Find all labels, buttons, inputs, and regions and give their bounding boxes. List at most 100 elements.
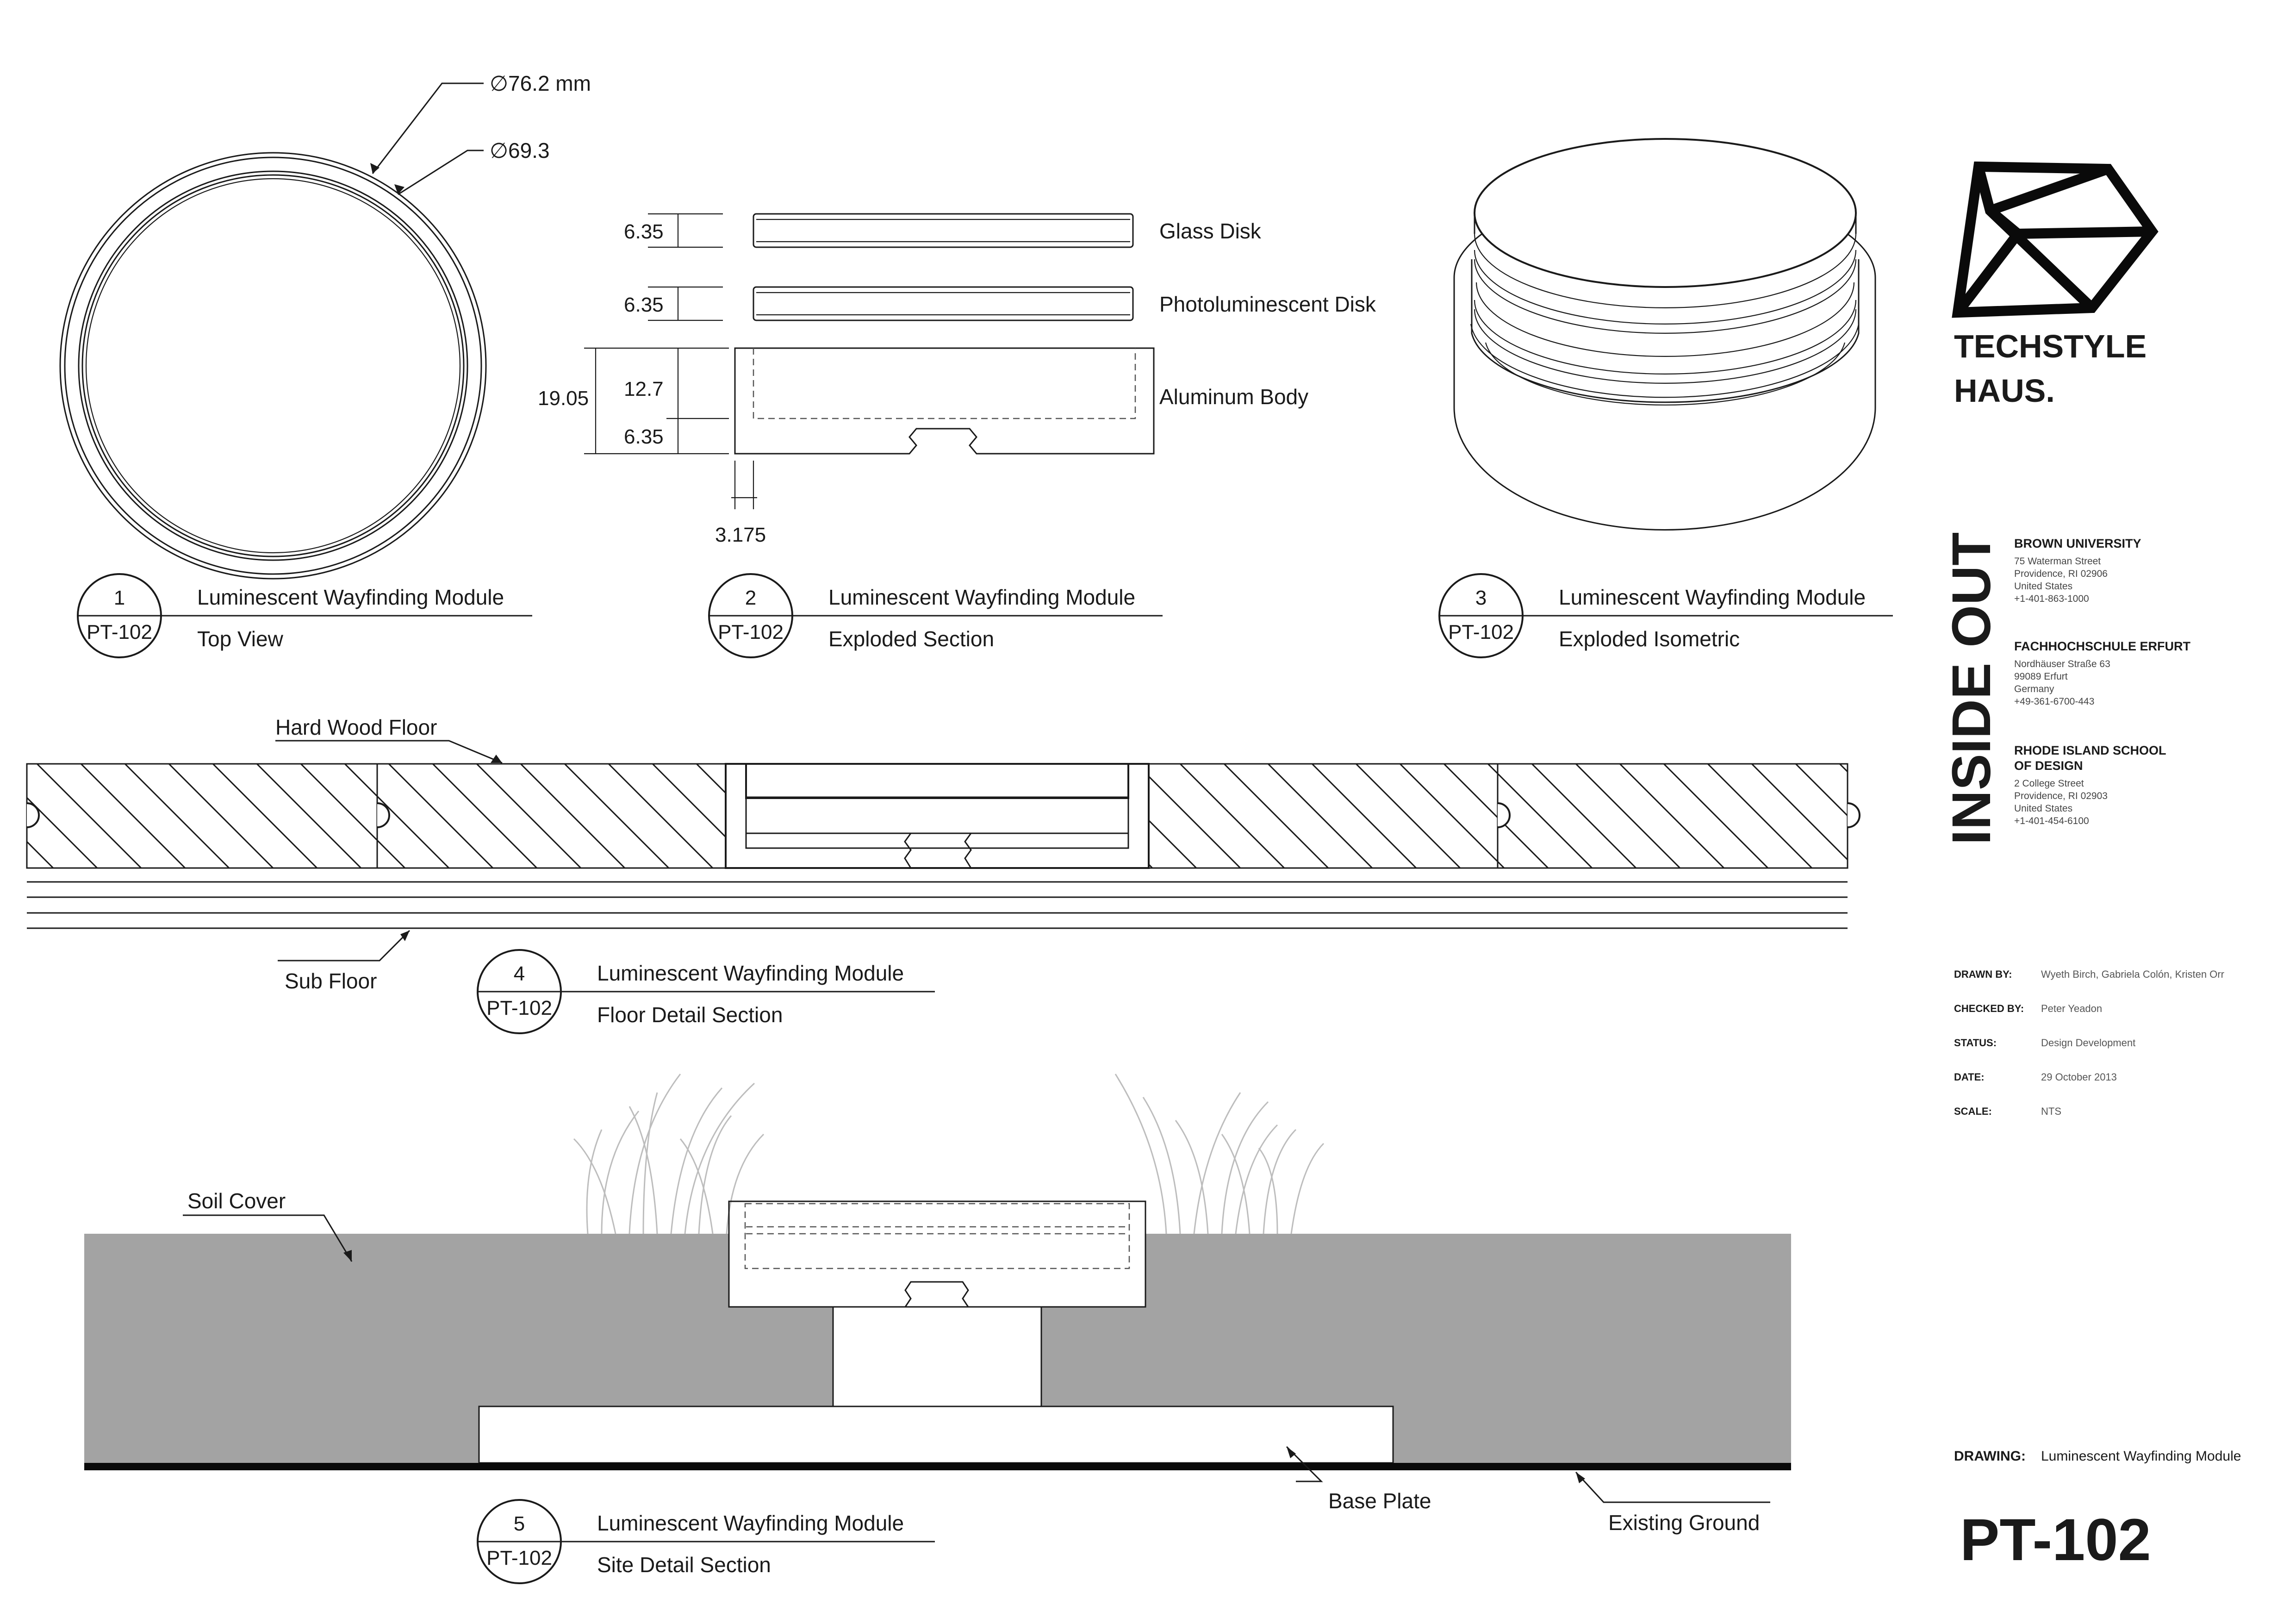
photoluminescent-disk-label: Photoluminescent Disk xyxy=(1159,292,1376,316)
drawing-name: Luminescent Wayfinding Module xyxy=(2041,1449,2241,1464)
hatch-line xyxy=(1663,764,1769,868)
hatch-line xyxy=(212,764,318,868)
drawing-number: PT-102 xyxy=(1960,1507,2151,1573)
institution-risd-name-1: RHODE ISLAND SCHOOL xyxy=(2014,743,2166,757)
view-tag-4-ref: PT-102 xyxy=(486,997,552,1019)
institution-erfurt-line: Nordhäuser Straße 63 xyxy=(2014,659,2110,669)
hatch-line xyxy=(1399,764,1505,868)
glass-thickness-dim: 6.35 xyxy=(624,220,664,243)
hatch-line xyxy=(1179,764,1285,868)
institution-brown-line: 75 Waterman Street xyxy=(2014,556,2101,567)
aluminum-body-label: Aluminum Body xyxy=(1159,385,1308,409)
glass-disk-label: Glass Disk xyxy=(1159,219,1262,243)
view-tag-2-number: 2 xyxy=(745,587,756,609)
meta-scale-key: SCALE: xyxy=(1954,1106,1992,1117)
hatch-line xyxy=(388,764,494,868)
hatch-line xyxy=(0,764,9,868)
hatch-line xyxy=(432,764,538,868)
body-lower-dim: 6.35 xyxy=(624,425,664,448)
meta-scale-value: NTS xyxy=(2041,1106,2061,1117)
hatch-line xyxy=(1619,764,1725,868)
hatch-line xyxy=(344,764,450,868)
institution-erfurt-name: FACHHOCHSCHULE ERFURT xyxy=(2014,639,2191,653)
hatch-line xyxy=(1355,764,1461,868)
institution-risd-name-2: OF DESIGN xyxy=(2014,759,2083,773)
meta-status-value: Design Development xyxy=(2041,1037,2135,1049)
inner-diameter-symbol: ∅ xyxy=(490,138,508,162)
institution-brown-name: BROWN UNIVERSITY xyxy=(2014,537,2141,550)
institution-risd: RHODE ISLAND SCHOOL OF DESIGN 2 College … xyxy=(2014,743,2166,826)
institution-brown-line: Providence, RI 02906 xyxy=(2014,568,2108,579)
institution-brown-line: +1-401-863-1000 xyxy=(2014,593,2089,604)
drawing-metadata: DRAWN BY: Wyeth Birch, Gabriela Colón, K… xyxy=(1954,968,2224,1117)
meta-drawn-by-value: Wyeth Birch, Gabriela Colón, Kristen Orr xyxy=(2041,968,2224,980)
view-tag-5-ref: PT-102 xyxy=(486,1547,552,1569)
outer-diameter-symbol: ∅ xyxy=(490,71,508,95)
wall-thickness-dim: 3.175 xyxy=(715,524,766,546)
hatch-line xyxy=(168,764,274,868)
hatch-line xyxy=(1267,764,1373,868)
hatch-line xyxy=(1575,764,1681,868)
institution-risd-line: +1-401-454-6100 xyxy=(2014,816,2089,826)
view-tag-2-subtitle: Exploded Section xyxy=(828,627,994,651)
view-tag-2: 2 PT-102 Luminescent Wayfinding Module E… xyxy=(708,573,1163,658)
top-view-drawing: ∅ 76.2 mm ∅ 69.3 xyxy=(59,71,591,580)
view-tag-5-number: 5 xyxy=(514,1512,525,1535)
soil-cover-label: Soil Cover xyxy=(187,1189,286,1213)
hatch-line xyxy=(476,764,582,868)
institution-brown: BROWN UNIVERSITY 75 Waterman Street Prov… xyxy=(2014,537,2141,604)
outer-diameter-label: 76.2 mm xyxy=(508,71,591,95)
institution-erfurt-line: Germany xyxy=(2014,684,2054,694)
institution-erfurt-line: 99089 Erfurt xyxy=(2014,671,2068,682)
inner-diameter-label: 69.3 xyxy=(508,138,550,162)
view-tag-5-title: Luminescent Wayfinding Module xyxy=(597,1511,904,1535)
view-tag-3-number: 3 xyxy=(1475,587,1487,609)
hatch-line xyxy=(1135,764,1241,868)
exploded-isometric-drawing xyxy=(1453,138,1876,531)
hatch-line xyxy=(564,764,670,868)
site-detail-drawing: Soil Cover Base Plate Existing Ground xyxy=(84,1074,1791,1535)
base-plate-label: Base Plate xyxy=(1328,1489,1431,1513)
existing-ground-label: Existing Ground xyxy=(1608,1511,1760,1535)
hatch-line xyxy=(1443,764,1549,868)
body-upper-dim: 12.7 xyxy=(624,378,664,400)
hatch-line xyxy=(1707,764,1813,868)
view-tag-4-title: Luminescent Wayfinding Module xyxy=(597,961,904,985)
view-tag-2-title: Luminescent Wayfinding Module xyxy=(828,585,1135,609)
grass-tufts xyxy=(573,1074,1325,1234)
body-total-dim: 19.05 xyxy=(538,387,589,410)
meta-drawn-by-key: DRAWN BY: xyxy=(1954,968,2012,980)
brand-name-line2: HAUS. xyxy=(1954,373,2055,409)
meta-status-key: STATUS: xyxy=(1954,1037,1997,1049)
photo-thickness-dim: 6.35 xyxy=(624,294,664,316)
drawing-key: DRAWING: xyxy=(1954,1449,2026,1464)
hatch-line xyxy=(608,764,714,868)
project-title: INSIDE OUT xyxy=(1941,532,2002,845)
hatch-line xyxy=(1487,764,1593,868)
institution-risd-line: Providence, RI 02903 xyxy=(2014,791,2108,801)
view-tag-3-subtitle: Exploded Isometric xyxy=(1559,627,1740,651)
view-tag-5-subtitle: Site Detail Section xyxy=(597,1553,771,1577)
hatch-line xyxy=(36,764,142,868)
view-tag-1-subtitle: Top View xyxy=(197,627,284,651)
floor-detail-drawing: Hard Wood Floor Sub Floor xyxy=(0,715,1860,993)
view-tag-1: 1 PT-102 Luminescent Wayfinding Module T… xyxy=(77,573,532,658)
hatch-line xyxy=(124,764,230,868)
meta-date-key: DATE: xyxy=(1954,1071,1985,1083)
sub-floor-label: Sub Floor xyxy=(285,969,377,993)
hatch-line xyxy=(520,764,626,868)
institution-risd-line: 2 College Street xyxy=(2014,778,2084,789)
view-tag-2-ref: PT-102 xyxy=(718,621,784,643)
hatch-line xyxy=(27,764,54,868)
institution-erfurt: FACHHOCHSCHULE ERFURT Nordhäuser Straße … xyxy=(2014,639,2191,707)
view-tag-3-ref: PT-102 xyxy=(1448,621,1514,643)
hatch-line xyxy=(1311,764,1417,868)
view-tag-3: 3 PT-102 Luminescent Wayfinding Module E… xyxy=(1438,573,1893,658)
meta-checked-by-value: Peter Yeadon xyxy=(2041,1003,2102,1014)
view-tag-1-number: 1 xyxy=(114,587,125,609)
meta-checked-by-key: CHECKED BY: xyxy=(1954,1003,2024,1014)
hatch-line xyxy=(27,764,98,868)
soil-cover-fill xyxy=(84,1234,1791,1463)
view-tag-4-subtitle: Floor Detail Section xyxy=(597,1003,783,1027)
